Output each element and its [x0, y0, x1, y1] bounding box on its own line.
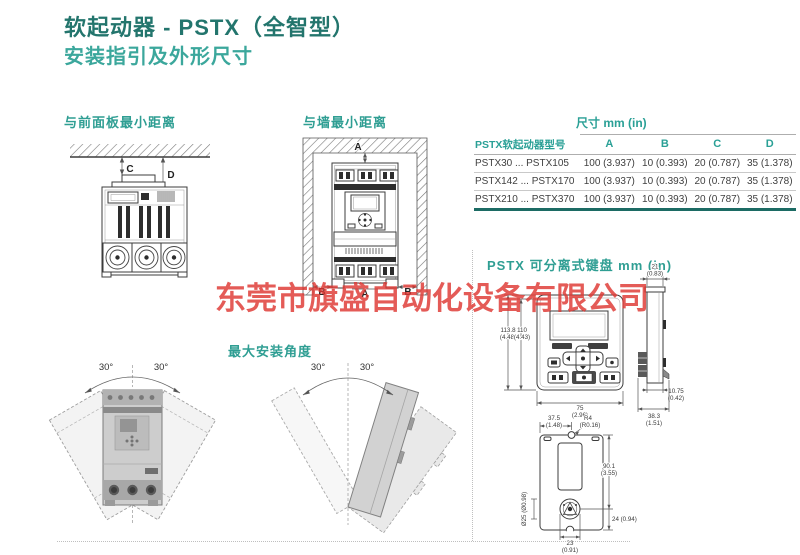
cell-c: 20 (0.787) — [691, 153, 744, 172]
dim-label-a-top: A — [354, 142, 361, 153]
dim-side-depth2-in: (1.51) — [646, 420, 662, 427]
dim-cutout-width-mm: 37.5 — [548, 415, 561, 422]
max-angle-side-diagram: 30° 30° — [271, 361, 458, 534]
dim-cutout-slot-mm: 23 — [567, 540, 574, 547]
dim-label-d: D — [167, 170, 174, 181]
dim-side-depth2-mm: 38.3 — [648, 413, 661, 420]
dim-cutout-height-in: (3.55) — [601, 470, 617, 477]
cell-d: 35 (1.378) — [743, 153, 796, 172]
dim-cutout-width-in: (1.48) — [546, 422, 562, 429]
device-silhouette-front — [102, 389, 163, 506]
auto-button — [599, 371, 621, 384]
cell-a: 100 (3.937) — [580, 171, 639, 190]
angle-side-right: 30° — [360, 362, 375, 373]
top-mounting-hole — [567, 431, 576, 439]
col-header-c: C — [691, 134, 744, 155]
section-title-wall-clearance: 与墙最小距离 — [303, 115, 388, 130]
softstarter-front-view — [331, 162, 399, 289]
cell-d: 35 (1.378) — [743, 189, 796, 209]
dim-cutout-offset: 24 (0.94) — [612, 516, 637, 523]
cutout-knob-hole — [559, 498, 581, 520]
dim-cutout-slot-in: (0.91) — [562, 547, 578, 554]
section-divider-vertical — [472, 250, 473, 541]
section-title-front-clearance: 与前面板最小距离 — [64, 115, 177, 130]
softkey-left — [552, 343, 572, 349]
device-silhouette-side — [347, 382, 420, 518]
section-divider-horizontal — [57, 541, 630, 542]
cell-d: 35 (1.378) — [743, 171, 796, 190]
angle-front-right: 30° — [154, 362, 169, 373]
wall-hatch — [302, 137, 428, 296]
table-row: PSTX142 ... PSTX170 100 (3.937) 10 (0.39… — [474, 171, 796, 190]
max-angle-front-diagram: 30° 30° — [48, 361, 217, 523]
cutout-slot — [557, 442, 583, 491]
cell-a: 100 (3.937) — [580, 153, 639, 172]
softstarter-top-view — [101, 174, 188, 278]
nav-cluster — [562, 345, 604, 373]
dim-side-depth1-mm: 10.75 — [668, 388, 684, 395]
cell-model: PSTX142 ... PSTX170 — [474, 171, 580, 190]
dim-cutout-radius-in: (R0.16) — [580, 422, 601, 429]
col-header-model: PSTX软起动器型号 — [474, 134, 580, 155]
col-header-d: D — [743, 134, 796, 155]
dim-side-depth1-in: (0.42) — [668, 395, 684, 402]
dim-side-thickness-mm: 21 — [652, 264, 659, 271]
mounting-knob — [638, 352, 647, 377]
table-title: 尺寸 mm (in) — [576, 116, 647, 130]
front-clearance-diagram: C D — [70, 144, 210, 278]
dim-keypad-width-in: (2.96) — [572, 412, 588, 419]
keypad-screen — [549, 310, 609, 341]
section-title-keypad: PSTX 可分离式键盘 mm (in) — [487, 258, 673, 273]
dim-keypad-width-mm: 75 — [577, 405, 584, 412]
dim-cutout-hole: Ø25 (Ø0.98) — [521, 492, 528, 526]
cell-a: 100 (3.937) — [580, 189, 639, 209]
cell-c: 20 (0.787) — [691, 171, 744, 190]
wall-clearance-diagram: A — [302, 137, 428, 301]
dim-cutout-radius-mm: R4 — [584, 415, 592, 422]
col-header-b: B — [638, 134, 692, 155]
cell-b: 10 (0.393) — [638, 189, 692, 209]
angle-side-left: 30° — [311, 362, 326, 373]
cell-b: 10 (0.393) — [638, 153, 692, 172]
dim-keypad-height1-in: (4.48) — [500, 334, 516, 341]
table-row: PSTX30 ... PSTX105 100 (3.937) 10 (0.393… — [474, 153, 796, 172]
dim-side-thickness-in: (0.83) — [647, 271, 663, 278]
softkey-right — [588, 343, 608, 349]
keypad-cutout-drawing: 37.5 (1.48) R4 (R0.16) 90.1 (3.55) 24 (0… — [520, 414, 638, 555]
loc-button — [547, 371, 569, 384]
dim-label-c: C — [126, 164, 133, 175]
cell-model: PSTX210 ... PSTX370 — [474, 189, 580, 209]
cell-model: PSTX30 ... PSTX105 — [474, 153, 580, 172]
section-title-max-angle: 最大安装角度 — [228, 344, 313, 359]
ceiling-hatch — [70, 144, 210, 157]
angle-front-left: 30° — [99, 362, 114, 373]
keypad-front-view: 113.8 (4.48) 110 (4.43) 75 (2.96) — [499, 294, 624, 420]
cell-c: 20 (0.787) — [691, 189, 744, 209]
cell-b: 10 (0.393) — [638, 171, 692, 190]
dim-keypad-height1-mm: 113.8 — [500, 327, 516, 334]
dim-cutout-height-mm: 90.1 — [603, 463, 616, 470]
page-subtitle: 安装指引及外形尺寸 — [64, 46, 253, 68]
dim-label-a-bottom: A — [361, 289, 368, 300]
col-header-a: A — [580, 134, 639, 155]
dim-keypad-height2-in: (4.43) — [514, 334, 530, 341]
page-title: 软起动器 - PSTX（全智型） — [64, 15, 356, 40]
dimension-table: 尺寸 mm (in) PSTX软起动器型号 A B C D PSTX30 ...… — [474, 114, 796, 211]
dim-label-b-right: B — [404, 287, 411, 298]
dim-keypad-height2-mm: 110 — [517, 327, 527, 334]
table-row: PSTX210 ... PSTX370 100 (3.937) 10 (0.39… — [474, 189, 796, 209]
dim-label-b-left: B — [318, 287, 325, 298]
watermark-text: 东莞市旗盛自动化设备有限公司 — [215, 281, 649, 316]
keypad-side-view: 21 (0.83) 10.75 (0.42) 38.3 (1.51) — [637, 262, 685, 428]
